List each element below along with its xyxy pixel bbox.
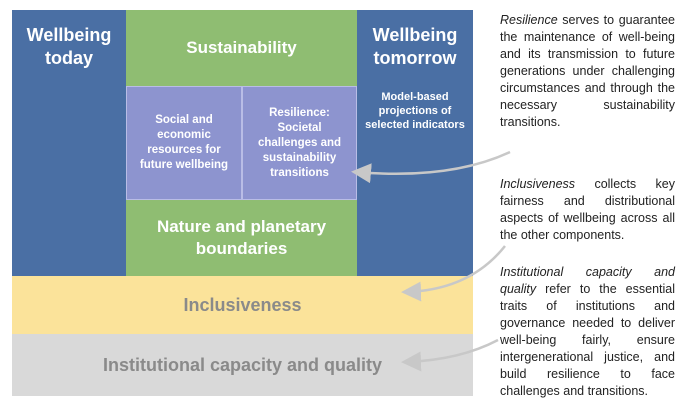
institutional-capacity-label: Institutional capacity and quality bbox=[102, 354, 383, 375]
institutional-note-text: refer to the essential traits of institu… bbox=[500, 282, 675, 398]
inclusiveness-band: Inclusiveness bbox=[12, 276, 473, 334]
sustainability-box: Sustainability bbox=[126, 10, 357, 86]
inclusiveness-connector-arrow bbox=[401, 245, 506, 302]
resilience-box: Resilience: Societal challenges and sust… bbox=[242, 86, 357, 200]
institutional-connector-arrow bbox=[401, 338, 499, 372]
inclusiveness-note-key: Inclusiveness bbox=[500, 177, 576, 191]
resilience-note-key: Resilience bbox=[500, 13, 558, 27]
social-economic-resources-box: Social and economic resources for future… bbox=[126, 86, 242, 200]
nature-planetary-boundaries-box: Nature and planetary boundaries bbox=[126, 200, 357, 276]
resilience-label: Resilience: Societal challenges and sust… bbox=[257, 106, 342, 179]
wellbeing-today-label: Wellbeing today bbox=[26, 25, 112, 68]
sustainability-label: Sustainability bbox=[186, 38, 297, 57]
wellbeing-tomorrow-label: Wellbeing tomorrow bbox=[372, 25, 458, 68]
inclusiveness-note-text: collects key fairness and distributional… bbox=[500, 177, 675, 242]
social-economic-resources-label: Social and economic resources for future… bbox=[139, 114, 229, 171]
resilience-note: Resilience serves to guarantee the maint… bbox=[500, 12, 675, 131]
wellbeing-tomorrow-box: Wellbeing tomorrow Model-based projectio… bbox=[357, 10, 473, 276]
institutional-capacity-band: Institutional capacity and quality bbox=[12, 334, 473, 396]
model-projections-label: Model-based projections of selected indi… bbox=[365, 91, 465, 131]
inclusiveness-label: Inclusiveness bbox=[183, 294, 302, 315]
institutional-note: Institutional capacity and quality refer… bbox=[500, 264, 675, 400]
resilience-connector-arrow bbox=[351, 150, 511, 184]
inclusiveness-note: Inclusiveness collects key fairness and … bbox=[500, 176, 675, 244]
nature-planetary-boundaries-label: Nature and planetary boundaries bbox=[156, 217, 327, 258]
resilience-note-text: serves to guarantee the maintenance of w… bbox=[500, 13, 675, 129]
institutional-note-key: Institutional capacity and quality bbox=[500, 265, 675, 296]
wellbeing-today-box: Wellbeing today bbox=[12, 10, 126, 276]
